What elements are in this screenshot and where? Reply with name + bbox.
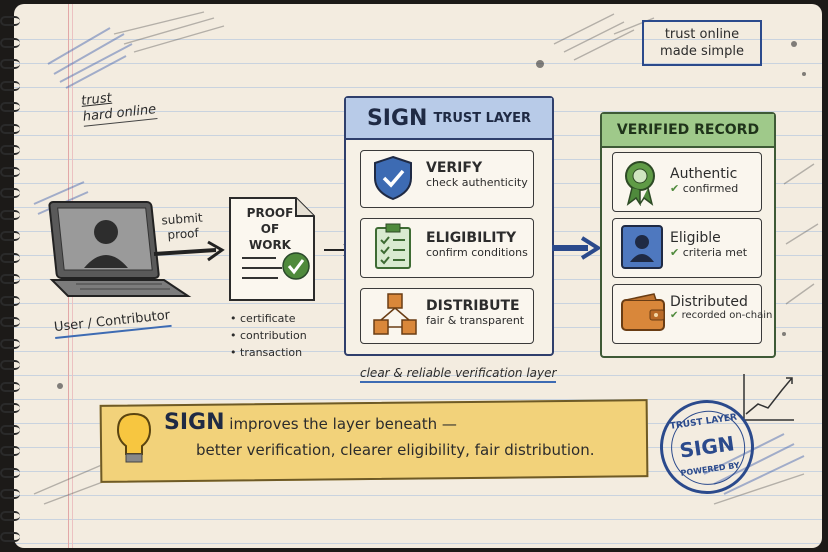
arrow-right-icon [150,240,230,264]
record-subtitle: criteria met [683,246,747,259]
spiral-ring [0,509,24,519]
note-line: made simple [644,43,760,60]
badge-ribbon-icon [620,158,660,206]
proof-item-text: contribution [240,329,307,342]
spiral-ring [0,100,24,110]
distribute-text: DISTRIBUTE fair & transparent [426,298,524,327]
banner-line1: improves the layer beneath — [229,415,457,433]
verified-record-title: VERIFIED RECORD [602,114,774,148]
check-icon: ✔ [670,182,679,195]
record-subtitle: recorded on-chain [682,310,773,321]
spiral-ring [0,122,24,132]
spiral-ring [0,315,24,325]
checklist-icon [370,222,416,272]
spiral-ring [0,423,24,433]
spiral-ring [0,358,24,368]
proof-items: • certificate • contribution • transacti… [230,310,307,361]
trust-layer-caption: clear & reliable verification layer [360,366,556,383]
trust-layer-title: TRUST LAYER [433,111,531,126]
step-title: VERIFY [426,160,528,176]
banner-text: SIGN improves the layer beneath — better… [164,410,595,463]
person-card-icon [620,224,664,270]
verify-text: VERIFY check authenticity [426,160,528,189]
spiral-ring [0,380,24,390]
proof-title-line: OF WORK [238,221,302,253]
eligibility-text: ELIGIBILITY confirm conditions [426,230,528,259]
spiral-ring [0,57,24,67]
step-subtitle: confirm conditions [426,246,528,259]
arrow-right-icon [548,236,604,260]
record-subtitle: confirmed [683,182,738,195]
spiral-ring [0,337,24,347]
spiral-ring [0,143,24,153]
record-title: Eligible [670,230,747,246]
spiral-ring [0,487,24,497]
note-trust-simple: trust online made simple [642,20,762,66]
wallet-icon [620,292,668,334]
proof-title: PROOF OF WORK [238,205,302,253]
proof-title-line: PROOF [238,205,302,221]
spiral-ring [0,79,24,89]
proof-item-text: certificate [240,312,296,325]
sign-title: SIGN [367,106,428,131]
banner-brand: SIGN [164,410,225,435]
spiral-ring [0,229,24,239]
proof-item: • transaction [230,344,307,361]
lightbulb-icon [112,408,156,466]
distributed-text: Distributed ✔ recorded on-chain [670,294,772,321]
step-title: ELIGIBILITY [426,230,528,246]
spiral-ring [0,165,24,175]
proof-item-text: transaction [240,346,302,359]
spiral-ring [0,186,24,196]
spiral-ring [0,14,24,24]
spiral-ring [0,466,24,476]
step-subtitle: fair & transparent [426,314,524,327]
spiral-ring [0,208,24,218]
notebook-page: trust hard online trust online made simp… [14,4,822,548]
spiral-ring [0,294,24,304]
check-icon: ✔ [670,246,679,259]
proof-item: • certificate [230,310,307,327]
record-title: Distributed [670,294,772,310]
spiral-ring [0,272,24,282]
submit-proof-label: submit proof [161,211,204,244]
shield-check-icon [370,154,416,202]
spiral-ring [0,36,24,46]
step-subtitle: check authenticity [426,176,528,189]
spiral-ring [0,444,24,454]
eligible-text: Eligible ✔ criteria met [670,230,747,259]
proof-item: • contribution [230,327,307,344]
spiral-ring [0,530,24,540]
banner-line2: better verification, clearer eligibility… [164,437,595,463]
spiral-ring [0,251,24,261]
check-icon: ✔ [670,310,678,321]
note-line: trust online [644,26,760,43]
authentic-text: Authentic ✔ confirmed [670,166,738,195]
step-title: DISTRIBUTE [426,298,524,314]
boxes-network-icon [370,290,420,340]
record-title: Authentic [670,166,738,182]
spiral-ring [0,401,24,411]
trust-layer-header: SIGN TRUST LAYER [346,98,552,140]
